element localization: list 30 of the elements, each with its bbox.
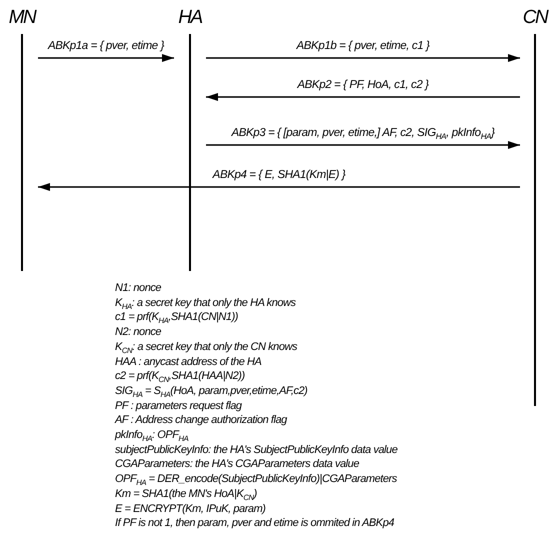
note-text: pkInfo$_{HA}$: OPF$_{HA}$ — [115, 428, 188, 442]
note-text: Km = SHA1(the MN's HoA|K$_{CN}$) — [115, 486, 257, 501]
message-arrow — [38, 54, 174, 62]
note-text: E = ENCRYPT(Km, IPuK, param) — [115, 502, 266, 516]
participant-label: HA — [177, 6, 204, 30]
note-text: N2: nonce — [115, 325, 162, 340]
note-text: OPF$_{HA}$ = DER_encode(SubjectPublicKeyInfo)|CGAParameters — [115, 472, 397, 486]
message-label: ABKp3 = { [param, pver, etime,] AF, c2, SIG$_{HA}$, pkInfo$_{HA}$} — [231, 126, 495, 140]
note-text: N1: nonce — [115, 281, 162, 295]
note-text: SIG$_{HA}$ = S$_{HA}$(HoA, param,pver,etime,AF,c2) — [115, 384, 308, 398]
message-arrow — [206, 54, 520, 62]
message-label: ABKp1a = { pver, etime } — [48, 39, 164, 53]
note-text: CGAParameters: the HA's CGAParameters data value — [115, 457, 359, 472]
note-text: If PF is not 1, then param, pver and etime is ommited in ABKp4 — [115, 516, 394, 530]
participant-label: CN — [522, 6, 549, 30]
message-label: ABKp2 = { PF, HoA, c1, c2 } — [297, 78, 429, 92]
note-text: HAA : anycast address of the HA — [115, 354, 262, 368]
message-label: ABKp4 = { E, SHA1(Km|E) } — [212, 168, 346, 182]
message-arrow — [206, 141, 520, 149]
note-text: AF : Address change authorization flag — [115, 413, 287, 428]
message-arrow — [206, 93, 520, 101]
note-text: c2 = prf(K$_{CN}$,SHA1(HAA|N2)) — [115, 369, 245, 384]
note-text: K$_{HA}$: a secret key that only the HA knows — [115, 296, 296, 310]
message-label: ABKp1b = { pver, etime, c1 } — [296, 39, 430, 53]
note-text: subjectPublicKeyInfo: the HA's SubjectPublicKeyInfo data value — [115, 442, 398, 457]
message-arrow — [38, 183, 520, 191]
participant-label: MN — [8, 6, 37, 30]
note-text: c1 = prf(K$_{HA}$,SHA1(CN|N1)) — [115, 310, 238, 324]
note-text: PF : parameters request flag — [115, 398, 242, 413]
note-text: K$_{CN}$: a secret key that only the CN knows — [115, 340, 298, 354]
